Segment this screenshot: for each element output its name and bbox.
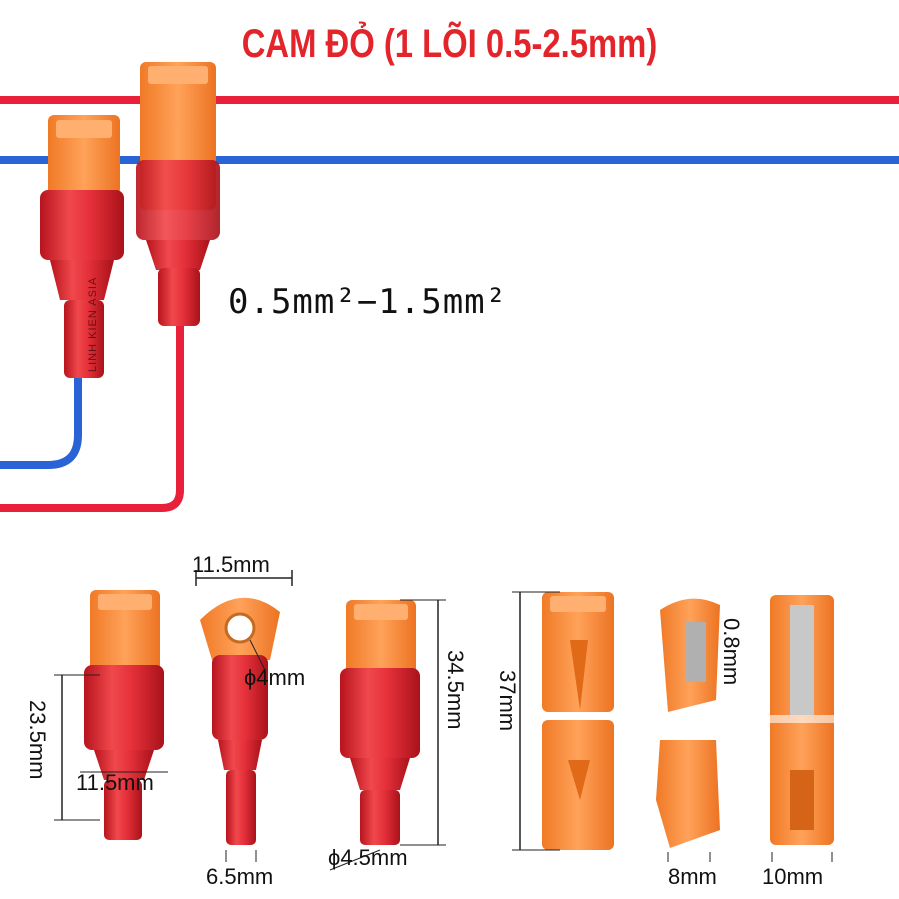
dim-34-5: 34.5mm <box>443 650 468 729</box>
red-wire-branch <box>0 320 184 512</box>
dim-phi-4-5: ϕ4.5mm <box>328 845 408 870</box>
connector-left-top: LINH KIEN ASIA <box>40 115 124 378</box>
wire-spec-label: 0.5mm²−1.5mm² <box>228 282 508 322</box>
connector-bottom-1 <box>54 590 168 840</box>
connector-bottom-6 <box>770 595 834 862</box>
watermark-text: LINH KIEN ASIA <box>87 277 99 372</box>
connector-bottom-3 <box>329 599 446 871</box>
page-title: CAM ĐỎ (1 LÕI 0.5-2.5mm) <box>241 22 658 66</box>
dim-11-5-top: 11.5mm <box>192 552 270 577</box>
dim-37: 37mm <box>495 670 520 731</box>
blue-wire-branch <box>0 370 82 469</box>
dim-8: 8mm <box>668 864 717 889</box>
connector-bottom-2 <box>195 570 293 862</box>
dim-6-5: 6.5mm <box>206 864 273 889</box>
connector-bottom-5 <box>656 598 720 862</box>
connector-right-top <box>136 62 220 326</box>
dim-23-5: 23.5mm <box>25 700 50 779</box>
dim-0-8: 0.8mm <box>719 618 744 685</box>
dim-phi-4: ϕ4mm <box>244 665 305 690</box>
dim-11-5-mid: 11.5mm <box>76 770 154 795</box>
connector-bottom-4 <box>512 591 614 851</box>
dim-10: 10mm <box>762 864 823 889</box>
